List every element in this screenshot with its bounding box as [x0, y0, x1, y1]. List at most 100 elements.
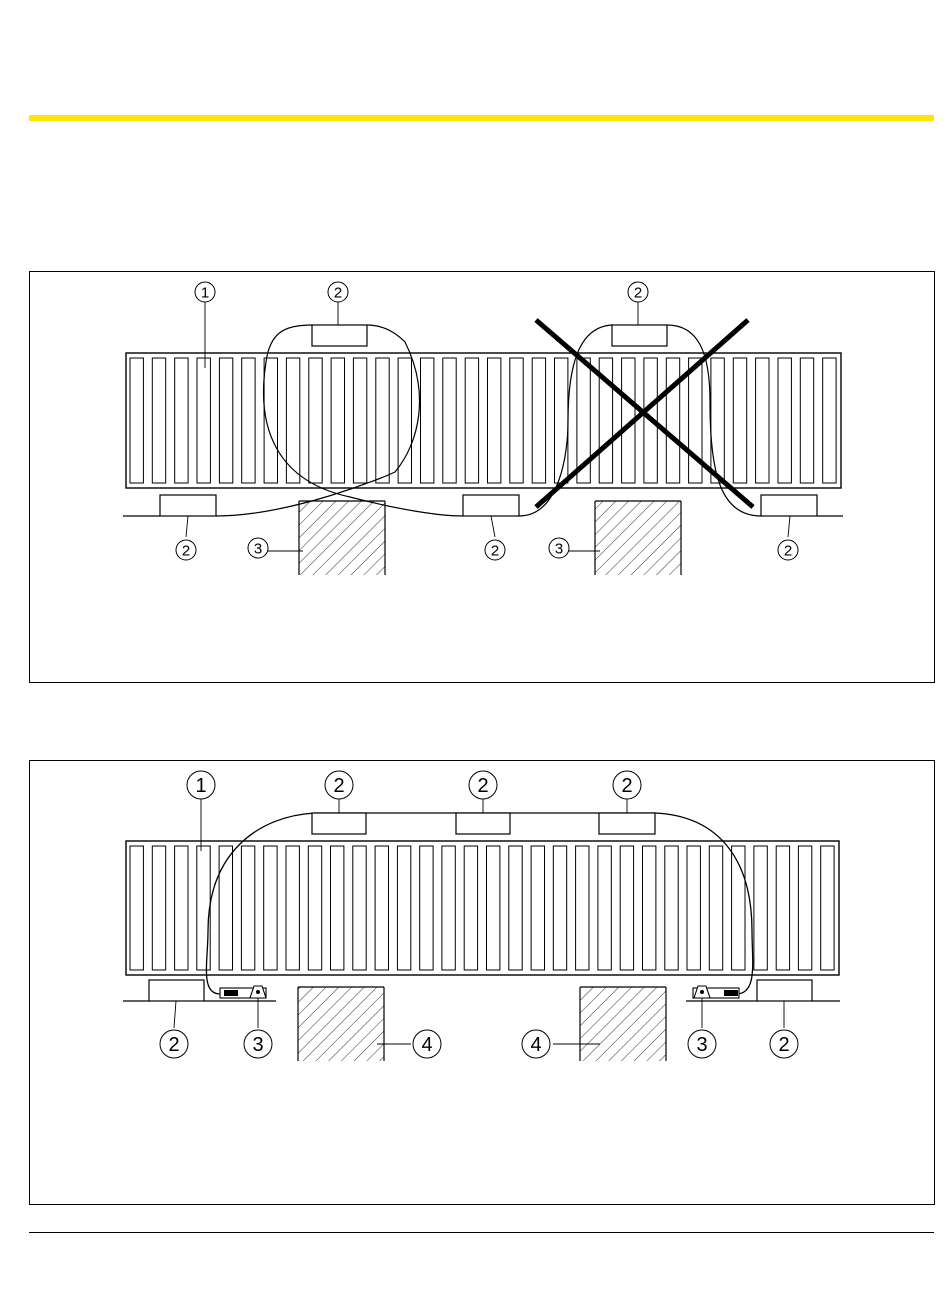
- heatsink-fin: [376, 358, 389, 483]
- heatsink-fin: [754, 846, 767, 970]
- heatsink-fin: [464, 846, 477, 970]
- wall-block: [580, 987, 666, 1061]
- heatsink-fin: [643, 846, 656, 970]
- heatsink-fin: [219, 846, 232, 970]
- heatsink-fin: [665, 846, 678, 970]
- heatsink-fin: [398, 358, 411, 483]
- svg-text:1: 1: [195, 775, 206, 797]
- callout-1: 1: [187, 771, 215, 799]
- heatsink-fin: [488, 358, 501, 483]
- svg-text:3: 3: [252, 1034, 263, 1056]
- callout-3: 3: [248, 538, 268, 558]
- svg-text:4: 4: [530, 1034, 541, 1056]
- svg-text:3: 3: [555, 541, 563, 558]
- heatsink-fin: [309, 358, 322, 483]
- svg-text:1: 1: [201, 285, 209, 302]
- callout-3: 3: [244, 1030, 272, 1058]
- component-box: [612, 325, 667, 346]
- heatsink-fin: [421, 358, 434, 483]
- heatsink-fin: [532, 358, 545, 483]
- svg-text:2: 2: [621, 775, 632, 797]
- callout-2: 2: [160, 1030, 188, 1058]
- heatsink-fin: [821, 846, 834, 970]
- heatsink-fin: [798, 846, 811, 970]
- callout-2: 2: [778, 540, 798, 560]
- heatsink-fin: [776, 846, 789, 970]
- heatsink-fin: [823, 358, 836, 483]
- wall-block: [595, 501, 681, 575]
- heatsink-fin: [175, 846, 188, 970]
- heatsink-fin: [620, 846, 633, 970]
- callout-4: 4: [413, 1030, 441, 1058]
- component-box: [160, 495, 216, 516]
- component-box: [757, 980, 812, 1001]
- callout-2: 2: [613, 771, 641, 799]
- callout-3: 3: [549, 538, 569, 558]
- figure-2-drawing: 1 2 2 2 2 3 4 4 3 2: [30, 761, 936, 1206]
- heatsink-fin: [152, 358, 165, 483]
- heatsink-fin: [197, 846, 210, 970]
- heatsink-fins-panel: [126, 841, 839, 975]
- heatsink-fin: [130, 358, 143, 483]
- heatsink-fin: [353, 846, 366, 970]
- component-box: [312, 325, 367, 346]
- heatsink-fin: [331, 358, 344, 483]
- wall-block: [298, 987, 384, 1061]
- heatsink-fin: [711, 358, 724, 483]
- svg-text:2: 2: [778, 1034, 789, 1056]
- callout-4: 4: [522, 1030, 550, 1058]
- heatsink-fin: [420, 846, 433, 970]
- callout-2: 2: [325, 771, 353, 799]
- component-box: [599, 813, 655, 834]
- heatsink-fin: [331, 846, 344, 970]
- heatsink-fin: [242, 358, 255, 483]
- callout-2: 2: [485, 540, 505, 560]
- wall-block: [299, 501, 385, 575]
- component-box: [149, 980, 204, 1001]
- heatsink-fin: [152, 846, 165, 970]
- svg-text:2: 2: [182, 543, 190, 560]
- callout-1: 1: [195, 282, 215, 302]
- footer-rule: [29, 1232, 934, 1233]
- callout-2: 2: [176, 540, 196, 560]
- figure-1-drawing: 1 2 2 2 3 2 3 2: [30, 272, 936, 684]
- heatsink-fin: [553, 846, 566, 970]
- svg-text:2: 2: [634, 285, 642, 302]
- heatsink-fin: [375, 846, 388, 970]
- svg-text:2: 2: [334, 285, 342, 302]
- heatsink-fin: [666, 358, 679, 483]
- heatsink-fin: [509, 846, 522, 970]
- heatsink-fin: [219, 358, 232, 483]
- heatsink-fin: [800, 358, 813, 483]
- heatsink-fin: [510, 358, 523, 483]
- heatsink-fin: [241, 846, 254, 970]
- svg-text:2: 2: [784, 543, 792, 560]
- heatsink-fin: [687, 846, 700, 970]
- callout-2: 2: [328, 282, 348, 302]
- heatsink-fin: [531, 846, 544, 970]
- svg-text:4: 4: [421, 1034, 432, 1056]
- accent-rule: [29, 115, 934, 121]
- heatsink-fin: [555, 358, 568, 483]
- heatsink-fin: [130, 846, 143, 970]
- svg-text:2: 2: [333, 775, 344, 797]
- heatsink-fin: [598, 846, 611, 970]
- component-box: [463, 495, 519, 516]
- component-box: [312, 813, 366, 834]
- callout-2: 2: [628, 282, 648, 302]
- svg-text:3: 3: [254, 541, 262, 558]
- cable-clip: [220, 986, 266, 998]
- component-box: [761, 495, 817, 516]
- heatsink-fin: [286, 846, 299, 970]
- heatsink-fin: [308, 846, 321, 970]
- svg-text:2: 2: [491, 543, 499, 560]
- heatsink-fin: [709, 846, 722, 970]
- figure-2-correct-cable-routing: 1 2 2 2 2 3 4 4 3 2: [29, 760, 935, 1205]
- heatsink-fin: [443, 358, 456, 483]
- heatsink-fin: [442, 846, 455, 970]
- callout-2: 2: [770, 1030, 798, 1058]
- heatsink-fin: [264, 846, 277, 970]
- heatsink-fin: [175, 358, 188, 483]
- heatsink-fin: [353, 358, 366, 483]
- heatsink-fin: [487, 846, 500, 970]
